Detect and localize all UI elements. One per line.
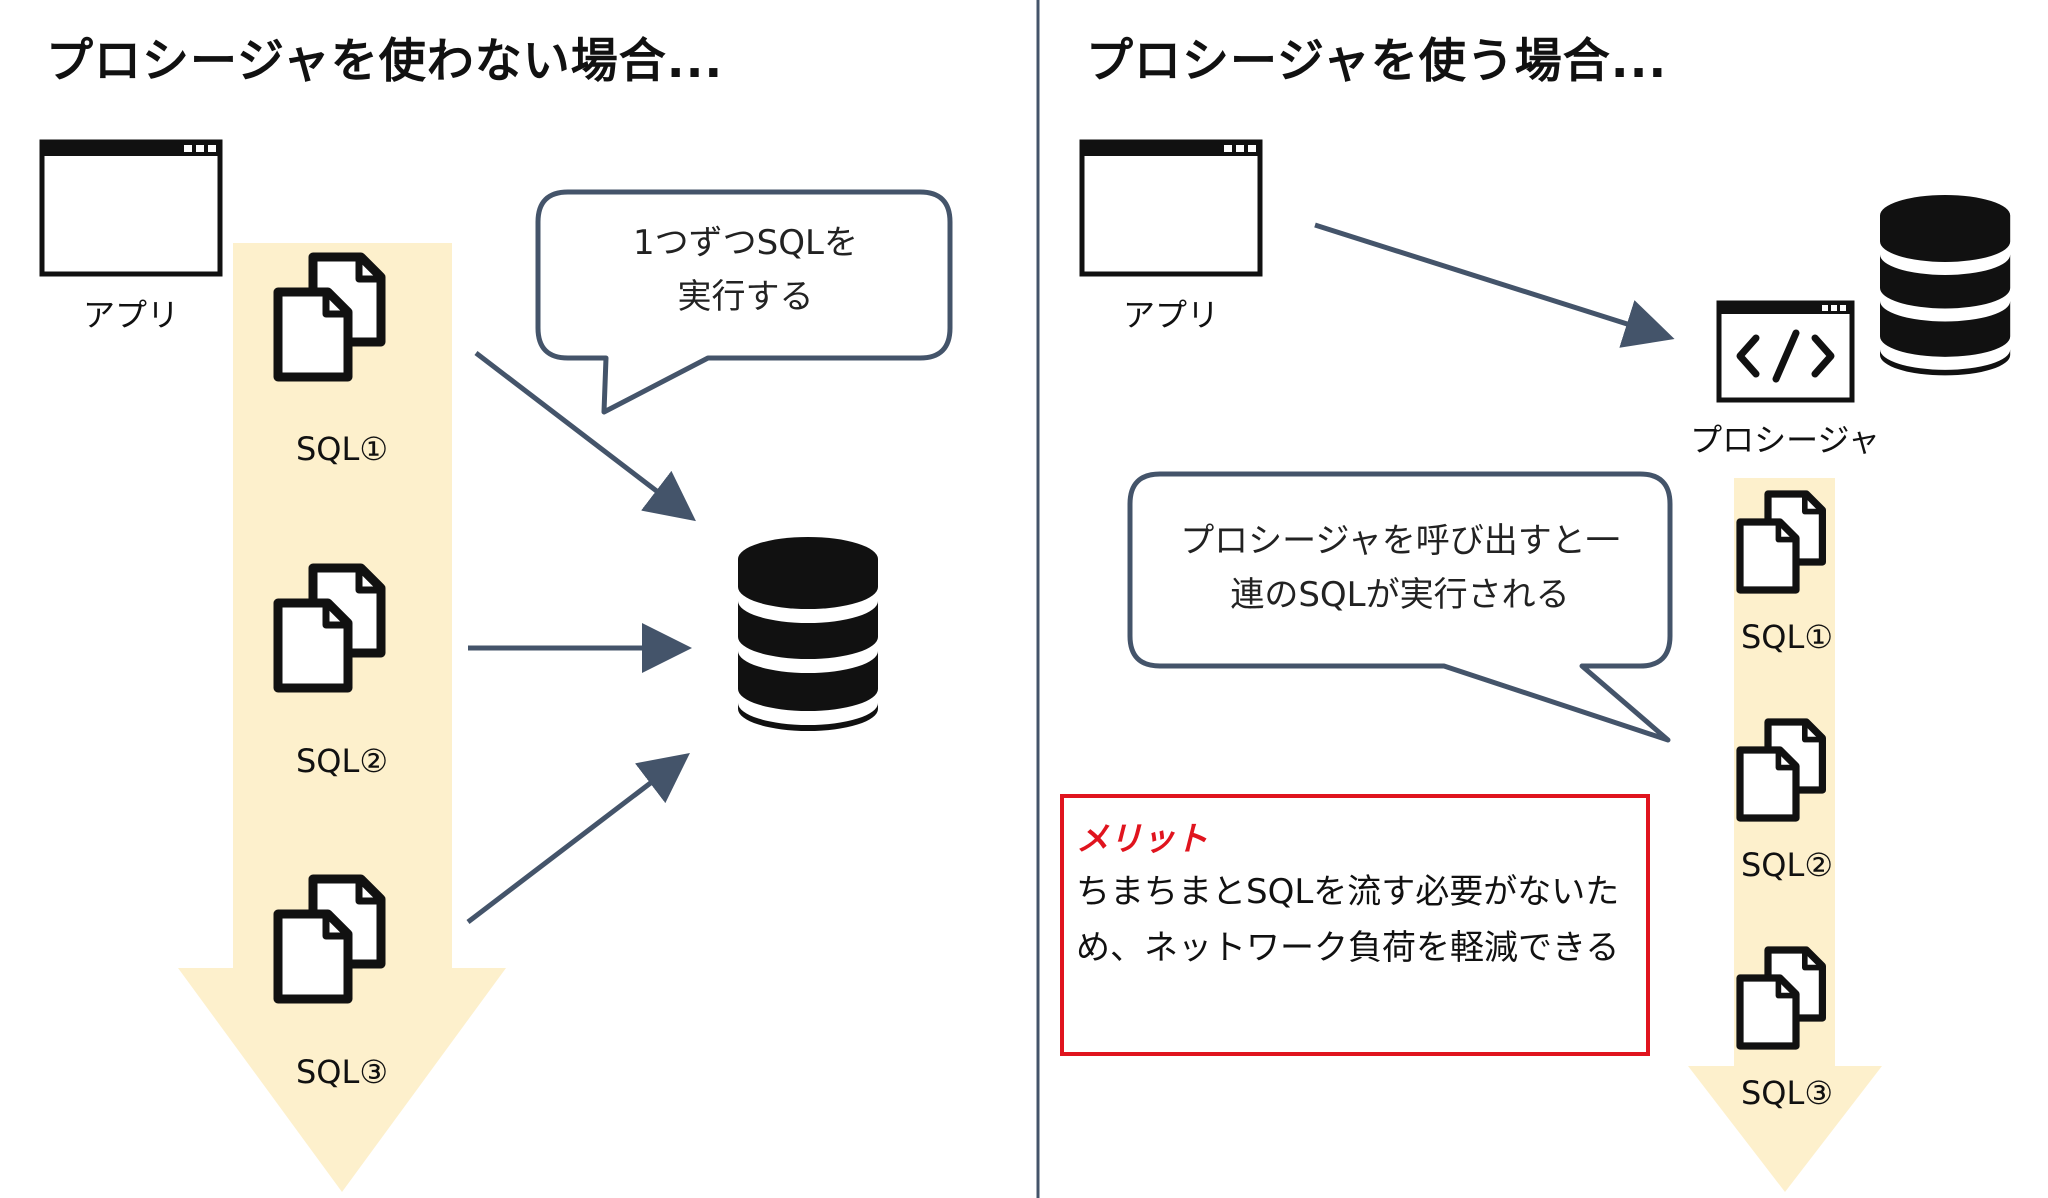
right-speech-bubble bbox=[1127, 471, 1673, 743]
right-sql3-label: SQL③ bbox=[1740, 1074, 1834, 1112]
left-speech-bubble bbox=[535, 189, 953, 415]
left-flow-band bbox=[178, 243, 506, 1192]
right-app-window-icon bbox=[1082, 142, 1260, 274]
right-arrow-app-to-procedure bbox=[1314, 222, 1675, 348]
procedure-label: プロシージャ bbox=[1690, 421, 1880, 459]
procedure-code-icon bbox=[1716, 300, 1855, 403]
right-heading: プロシージャを使う場合... bbox=[1086, 34, 1668, 89]
left-bubble-line-2: 実行する bbox=[677, 277, 814, 317]
left-heading: プロシージャを使わない場合... bbox=[46, 34, 724, 89]
right-bubble-line-1: プロシージャを呼び出すと一 bbox=[1180, 521, 1620, 561]
merit-body: ちまちまとSQLを流す必要がないため、ネットワーク負荷を軽減できる bbox=[1076, 872, 1620, 968]
right-bubble-text: プロシージャを呼び出すと一 連のSQLが実行される bbox=[1140, 514, 1660, 622]
right-database-icon bbox=[1880, 195, 2011, 376]
left-bubble-line-1: 1つずつSQLを bbox=[633, 223, 858, 263]
left-arrow-sql3-to-db bbox=[466, 752, 690, 924]
right-sql2-label: SQL② bbox=[1740, 846, 1834, 884]
right-app-label: アプリ bbox=[1122, 296, 1220, 334]
left-sql1-label: SQL① bbox=[295, 430, 389, 468]
left-bubble-text: 1つずつSQLを 実行する bbox=[548, 216, 943, 324]
merit-box: メリット ちまちまとSQLを流す必要がないため、ネットワーク負荷を軽減できる bbox=[1060, 794, 1650, 1056]
left-app-label: アプリ bbox=[82, 296, 180, 334]
left-sql2-label: SQL② bbox=[295, 742, 389, 780]
right-bubble-line-2: 連のSQLが実行される bbox=[1230, 575, 1570, 615]
left-app-window-icon bbox=[42, 142, 220, 274]
right-sql1-label: SQL① bbox=[1740, 618, 1834, 656]
left-database-icon bbox=[738, 537, 878, 731]
left-sql3-label: SQL③ bbox=[295, 1053, 389, 1091]
merit-title: メリット bbox=[1076, 819, 1208, 858]
left-arrow-sql1-to-db bbox=[474, 351, 696, 522]
